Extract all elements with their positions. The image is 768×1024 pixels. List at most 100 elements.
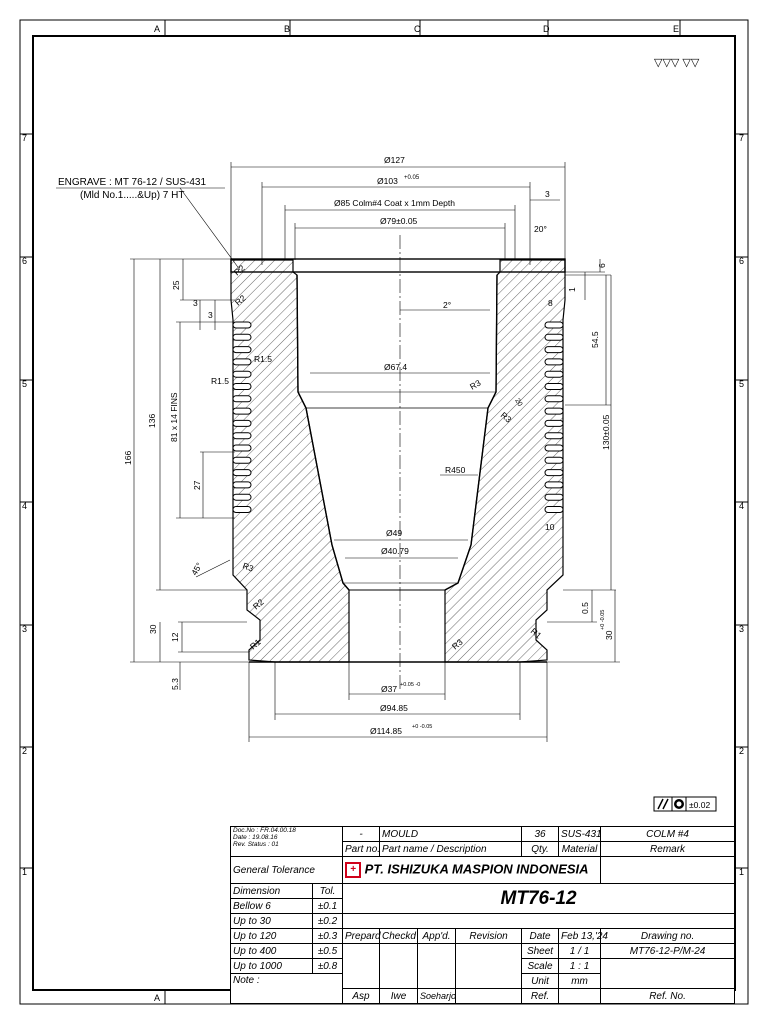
- dim-3-top: 3: [545, 189, 550, 199]
- zone-row-6-left: 6: [22, 256, 27, 266]
- zone-col-b-top: B: [284, 24, 290, 34]
- dim-20deg: 20°: [534, 224, 547, 234]
- dim-r1-5-b: R1.5: [211, 376, 229, 386]
- qty-label: Qty.: [521, 841, 560, 857]
- date-value: : 19.08.16: [248, 834, 278, 841]
- dim-r3-a: R3: [468, 378, 483, 392]
- part-section: [230, 235, 566, 690]
- material-label: Material: [558, 841, 602, 857]
- tol-row-4-tol: ±0.8: [311, 958, 344, 974]
- fin-groove-left: [232, 456, 252, 464]
- revision-cell: [455, 943, 523, 989]
- dim-d79: Ø79±0.05: [380, 216, 418, 226]
- dim-54-5: 54.5: [590, 331, 600, 348]
- dim-25: 25: [171, 280, 181, 290]
- surface-finish-symbol: ▽▽▽ ▽▽: [654, 57, 700, 69]
- fin-groove-right: [544, 370, 564, 378]
- fin-groove-left: [232, 419, 252, 427]
- zone-row-5-left: 5: [22, 379, 27, 389]
- drawing-no-value: MT76-12-P/M-24: [600, 943, 736, 959]
- fin-groove-right: [544, 358, 564, 366]
- fin-groove-right: [544, 321, 564, 329]
- tol-row-0-dim: Bellow 6: [230, 898, 313, 914]
- revision-blank: [455, 988, 523, 1004]
- zone-row-1-left: 1: [22, 867, 27, 877]
- prepard-sign: [342, 943, 381, 989]
- dim-30-right-tol: +0 -0.05: [600, 610, 606, 630]
- drawing-no-blank: [600, 958, 736, 989]
- dim-d67-4: Ø67.4: [384, 362, 407, 372]
- dimension-label: Dimension: [230, 883, 313, 899]
- prepard-name: Asp: [342, 988, 381, 1004]
- fin-groove-right: [544, 432, 564, 440]
- fin-groove-right: [544, 333, 564, 341]
- appd-name: Soeharjo: [417, 988, 456, 1004]
- tol-row-3-dim: Up to 400: [230, 943, 313, 959]
- tol-row-2-dim: Up to 120: [230, 928, 313, 944]
- date2-label: Date: [521, 928, 560, 944]
- part-no-value: -: [342, 826, 381, 842]
- engrave-note-line2: (Mld No.1.....&Up) 7 HT: [80, 190, 184, 201]
- dim-8: 8: [548, 298, 553, 308]
- dim-d103-tol: +0.05: [404, 175, 420, 181]
- company-cell: + PT. ISHIZUKA MASPION INDONESIA: [342, 856, 602, 884]
- rev-value: : 01: [267, 841, 279, 848]
- drawing-title: MT76-12: [342, 883, 736, 914]
- checkd-name: Iwe: [379, 988, 419, 1004]
- dim-20: 20: [513, 398, 523, 408]
- tol-row-0-tol: ±0.1: [311, 898, 344, 914]
- part-no-label: Part no.: [342, 841, 380, 857]
- zone-row-7-left: 7: [22, 133, 27, 143]
- zone-row-5-right: 5: [739, 379, 744, 389]
- dim-d37-tol: +0.05 -0: [400, 682, 420, 688]
- fin-groove-right: [544, 419, 564, 427]
- fin-groove-right: [544, 444, 564, 452]
- fin-groove-left: [232, 395, 252, 403]
- fin-groove-left: [232, 346, 252, 354]
- fin-groove-right: [544, 456, 564, 464]
- dim-27: 27: [192, 480, 202, 490]
- fin-groove-right: [544, 481, 564, 489]
- dim-r450: R450: [445, 465, 466, 475]
- fin-groove-left: [232, 444, 252, 452]
- sheet-label: Sheet: [521, 943, 560, 959]
- tol-label: Tol.: [311, 883, 344, 899]
- zone-row-7-right: 7: [739, 133, 744, 143]
- dim-12: 12: [170, 632, 180, 642]
- unit-label: Unit: [521, 973, 560, 989]
- dim-30-right: 30: [604, 630, 614, 640]
- tol-row-2-tol: ±0.3: [311, 928, 344, 944]
- dim-30-left: 30: [148, 624, 158, 634]
- material-value: SUS-431: [558, 826, 602, 842]
- dim-d127: Ø127: [384, 155, 405, 165]
- fin-groove-left: [232, 493, 252, 501]
- company-logo-icon: +: [345, 862, 362, 878]
- date-label: Date: [233, 834, 247, 841]
- fin-groove-right: [544, 407, 564, 415]
- fins-left: [232, 321, 252, 513]
- projection-cell: [600, 856, 736, 884]
- dim-166: 166: [123, 451, 133, 465]
- checkd-label: Checkd: [379, 928, 419, 944]
- ref-label: Ref.: [521, 988, 560, 1004]
- fin-groove-left: [232, 383, 252, 390]
- zone-col-c-top: C: [414, 24, 421, 34]
- dim-d40-79: Ø40.79: [381, 546, 409, 556]
- dim-136: 136: [147, 414, 157, 428]
- dim-d103: Ø103: [377, 176, 398, 186]
- part-name-label: Part name / Description: [379, 841, 523, 857]
- fin-groove-left: [232, 432, 252, 440]
- rev-label: Rev. Status: [233, 841, 267, 848]
- geometric-tolerance-frame: ±0.02: [653, 796, 717, 812]
- company-name: PT. ISHIZUKA MASPION INDONESIA: [364, 861, 589, 877]
- fin-groove-right: [544, 506, 564, 513]
- title-block: Doc.No : FR.04.00.18 Date : 19.08.16 Rev…: [229, 826, 736, 1004]
- fin-groove-left: [232, 469, 252, 477]
- dim-45deg: 45°: [189, 561, 204, 577]
- dim-0-5: 0.5: [580, 602, 590, 614]
- dim-d114-85: Ø114.85: [370, 726, 402, 736]
- tolerance-value: ±0.02: [689, 800, 710, 810]
- dim-d114-85-tol: +0 -0.05: [412, 724, 432, 730]
- dim-d37: Ø37: [381, 684, 397, 694]
